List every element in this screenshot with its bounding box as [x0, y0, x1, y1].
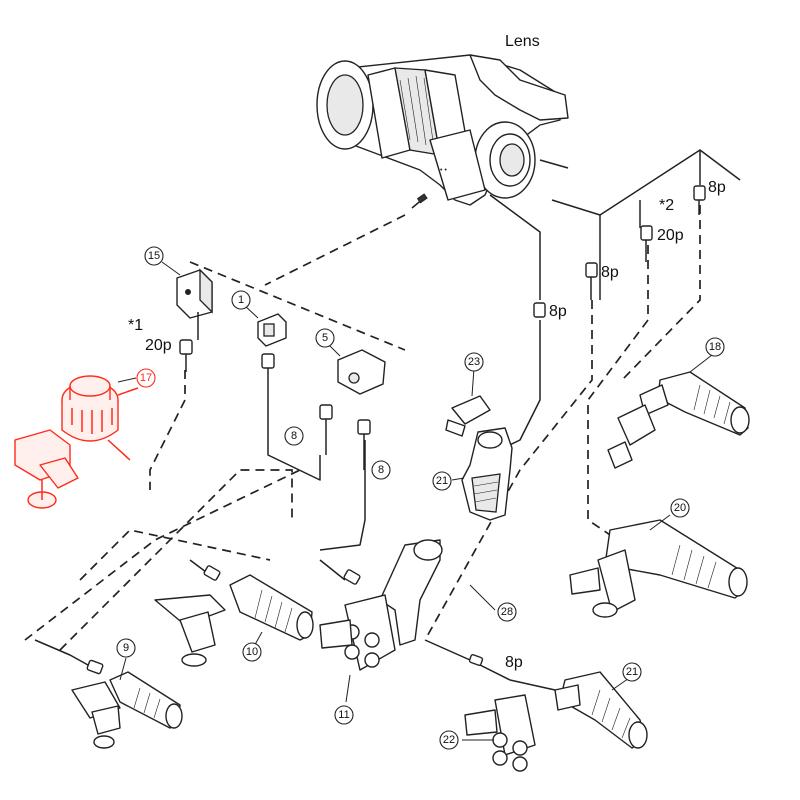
callout-8b: 8: [371, 460, 391, 480]
part-22-bracket-icon: [462, 694, 536, 772]
connector-label-20p-focus17: 20p: [145, 337, 172, 354]
connector-label-8p-lens-a: 8p: [549, 303, 567, 320]
callout-1: 1: [231, 290, 251, 310]
callout-28: 28: [497, 602, 517, 622]
callout-17-number: 17: [140, 372, 152, 384]
note-label-1: *1: [128, 317, 143, 334]
callout-23: 23: [464, 352, 484, 372]
part-9-focus-grip-icon: [71, 657, 183, 749]
callout-10: 10: [242, 642, 262, 662]
callout-21a: 21: [432, 471, 452, 491]
callout-8a: 8: [284, 426, 304, 446]
callout-11-number: 11: [338, 709, 349, 721]
callout-22-number: 22: [443, 734, 455, 746]
callout-15: 15: [144, 246, 164, 266]
connector-label-8p-lens-b: 8p: [601, 264, 619, 281]
part-10-zoom-demand-icon: [154, 565, 314, 667]
focus-grip-icon: [451, 427, 513, 521]
callout-9: 9: [116, 638, 136, 658]
part-1-clamp-icon: [243, 304, 287, 347]
callout-21a-number: 21: [436, 475, 448, 487]
svg-text:• •: • •: [440, 167, 447, 174]
connector-label-8p-lens-c: 8p: [708, 179, 726, 196]
connector-plug-icon: [179, 185, 706, 666]
part-15-bracket-icon: [161, 261, 213, 340]
callout-8b-number: 8: [378, 464, 384, 476]
callout-8a-number: 8: [291, 430, 297, 442]
callout-17: 17: [136, 368, 156, 388]
connector-label-8p-cable28: 8p: [505, 654, 523, 671]
part-21-lower-grip-icon: [554, 671, 648, 749]
note-label-2: *2: [659, 197, 674, 214]
callout-21b-number: 21: [626, 666, 638, 678]
part-20-zoom-grip-icon: [569, 514, 748, 618]
callout-20-number: 20: [674, 502, 686, 514]
zoom-lens-icon: • •: [316, 54, 569, 206]
callout-10-number: 10: [246, 646, 258, 658]
callout-9-number: 9: [123, 642, 129, 654]
part-11-focus-demand-icon: [319, 539, 443, 703]
part-23-clamp-icon: [445, 367, 491, 437]
connection-lines: [24, 149, 741, 691]
callout-23-number: 23: [468, 356, 480, 368]
part-17-focus-servo-icon: [14, 375, 139, 509]
callout-5-number: 5: [322, 332, 328, 344]
callout-15-number: 15: [148, 250, 160, 262]
callout-22: 22: [439, 730, 459, 750]
callout-1-number: 1: [238, 294, 244, 306]
zoom-grip-icon: [607, 354, 750, 469]
callout-18-number: 18: [709, 341, 721, 353]
callout-28-number: 28: [501, 606, 513, 618]
callout-20: 20: [670, 498, 690, 518]
callout-11: 11: [334, 705, 354, 725]
lens-label: Lens: [505, 33, 540, 50]
callout-21b: 21: [622, 662, 642, 682]
callout-18: 18: [705, 337, 725, 357]
connector-label-20p-lens: 20p: [657, 227, 684, 244]
part-5-bracket-icon: [327, 343, 386, 395]
callout-5: 5: [315, 328, 335, 348]
